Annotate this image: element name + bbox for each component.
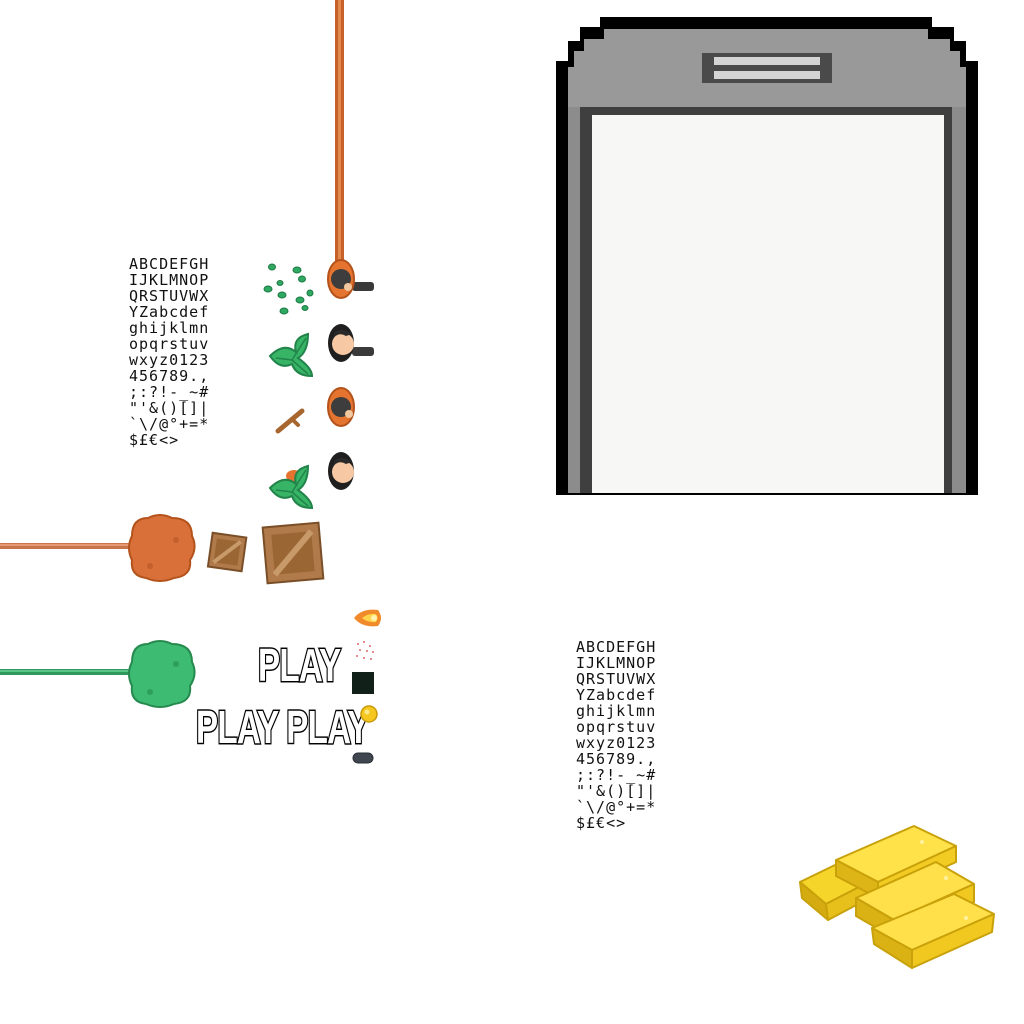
font-row: YZabcdef <box>129 303 210 321</box>
leaf-orange-icon <box>268 464 314 510</box>
phone-frame-icon <box>556 17 978 495</box>
font-row: wxyz0123 <box>129 351 210 369</box>
font-row: ABCDEFGH <box>576 638 657 656</box>
font-row: ghijklmn <box>129 319 210 337</box>
font-row: 456789., <box>129 367 210 385</box>
font-row: ;:?!-_~# <box>129 383 210 401</box>
seeds-icon <box>263 263 314 315</box>
font-row: IJKLMNOP <box>576 654 657 672</box>
crate-small-icon <box>206 531 248 573</box>
orange-bush-icon <box>0 514 196 582</box>
font-sheet-left: ABCDEFGH IJKLMNOP QRSTUVWX YZabcdef ghij… <box>129 256 209 448</box>
font-row: YZabcdef <box>576 686 657 704</box>
fireball-icon <box>354 609 381 627</box>
font-row: `\/@°+=* <box>129 415 210 433</box>
font-row: "'&()[]| <box>129 399 210 417</box>
stick-icon <box>275 408 305 434</box>
particles-icon <box>356 641 374 660</box>
font-row: opqrstuv <box>129 335 210 353</box>
leaf-icon <box>268 332 314 378</box>
gold-bars-icon <box>799 825 995 969</box>
player-orange-icon <box>327 387 355 427</box>
font-sheet-right: ABCDEFGH IJKLMNOP QRSTUVWX YZabcdef ghij… <box>576 639 656 831</box>
font-row: ghijklmn <box>576 702 657 720</box>
font-row: "'&()[]| <box>576 782 657 800</box>
font-row: opqrstuv <box>576 718 657 736</box>
font-row: 456789., <box>576 750 657 768</box>
font-row: $£€<> <box>576 814 627 832</box>
font-row: $£€<> <box>129 431 180 449</box>
font-row: QRSTUVWX <box>576 670 657 688</box>
play-button[interactable]: PLAY <box>257 639 342 691</box>
green-bush-icon <box>0 640 196 708</box>
crate-large-icon <box>261 521 325 585</box>
font-row: wxyz0123 <box>576 734 657 752</box>
player-black-icon <box>328 452 354 490</box>
dark-square-icon <box>352 672 374 694</box>
font-row: ;:?!-_~# <box>576 766 657 784</box>
font-row: IJKLMNOP <box>129 271 210 289</box>
player-orange-gun-icon <box>327 259 374 299</box>
coin-icon <box>360 705 378 723</box>
font-row: ABCDEFGH <box>129 255 210 273</box>
pill-icon <box>352 752 374 764</box>
font-row: `\/@°+=* <box>576 798 657 816</box>
play-play-button[interactable]: PLAY PLAY <box>195 701 371 753</box>
font-row: QRSTUVWX <box>129 287 210 305</box>
player-black-gun-icon <box>328 324 374 362</box>
